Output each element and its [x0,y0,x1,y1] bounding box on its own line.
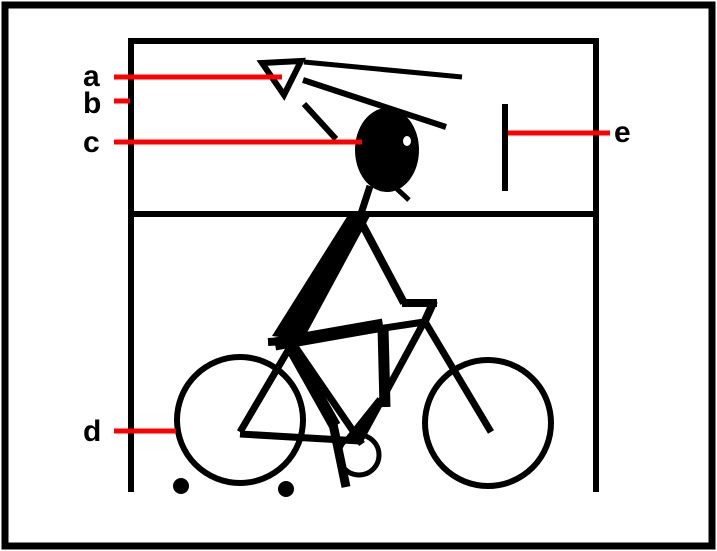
rider-body [272,184,438,488]
light-ray-top [303,59,463,80]
back-leg-upper [284,343,341,429]
lamp-arm [301,101,339,142]
front-wheel [422,357,554,489]
rear-wheel [174,354,306,486]
rider-head [355,108,419,202]
seat-tube [289,340,365,446]
seatstay [236,340,297,434]
label-e: e [614,116,631,149]
fork [420,318,495,434]
label-c: c [83,126,100,159]
down-tube [356,320,428,442]
light-ray-bottom [302,77,447,130]
chainstay [239,430,361,445]
label-a: a [83,60,100,93]
torso [272,212,370,340]
top-tube [291,318,425,346]
rear-roller-right [278,481,294,497]
head [355,108,419,192]
label-d: d [83,415,101,448]
seat [267,336,304,346]
label-b: b [83,87,101,120]
chin [394,186,411,202]
bicycle [173,318,554,497]
eye [403,136,411,146]
arm-upper [357,220,408,305]
rear-roller-left [173,478,189,494]
